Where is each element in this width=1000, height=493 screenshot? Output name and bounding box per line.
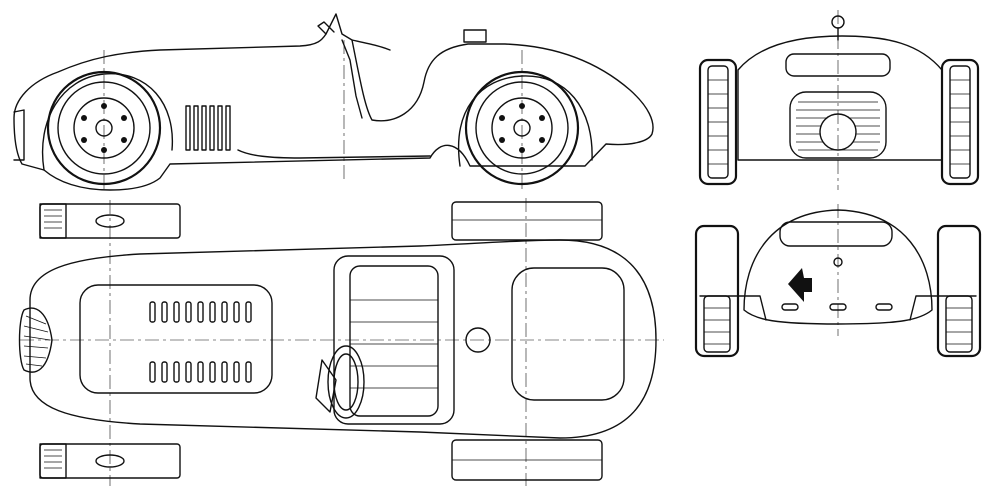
side-windscreen: [317, 21, 335, 35]
top-wheel-rear-left: [451, 201, 603, 241]
rear-wheel-right: [936, 224, 982, 358]
top-nose-grille: [18, 307, 53, 373]
top-louvres-lower: [149, 361, 252, 383]
top-louvres-upper: [149, 301, 252, 323]
side-exhaust: [237, 149, 431, 159]
side-fuel-cap: [463, 29, 487, 43]
front-body-outline: [737, 35, 943, 161]
side-cockpit-edge: [351, 39, 391, 51]
rear-body-outline: [743, 209, 933, 325]
rear-wheel-left: [694, 224, 740, 358]
side-view: [13, 13, 654, 191]
front-wheel-right: [940, 58, 980, 186]
side-body-outline: [13, 13, 654, 191]
side-louvres: [185, 105, 231, 151]
rear-lamp-right: [875, 303, 893, 311]
top-seat: [349, 265, 439, 417]
rear-arrow-emblem: [788, 268, 812, 302]
rear-lamp-left: [781, 303, 799, 311]
front-view: [698, 10, 980, 190]
front-wheel-left: [698, 58, 738, 186]
top-wheel-rear-right: [451, 439, 603, 481]
side-grille: [13, 109, 25, 161]
top-rear-deck: [511, 267, 625, 401]
top-view: [18, 198, 664, 486]
rear-scoop: [779, 221, 893, 247]
rear-view: [694, 204, 982, 358]
rear-suspension-right: [909, 295, 977, 321]
top-steering-wheel: [315, 345, 365, 419]
rear-suspension-left: [699, 295, 767, 321]
side-front-arch: [41, 73, 174, 171]
top-body-outline: [29, 239, 657, 439]
side-seatback: [341, 39, 363, 119]
top-bonnet-panel: [79, 284, 273, 394]
